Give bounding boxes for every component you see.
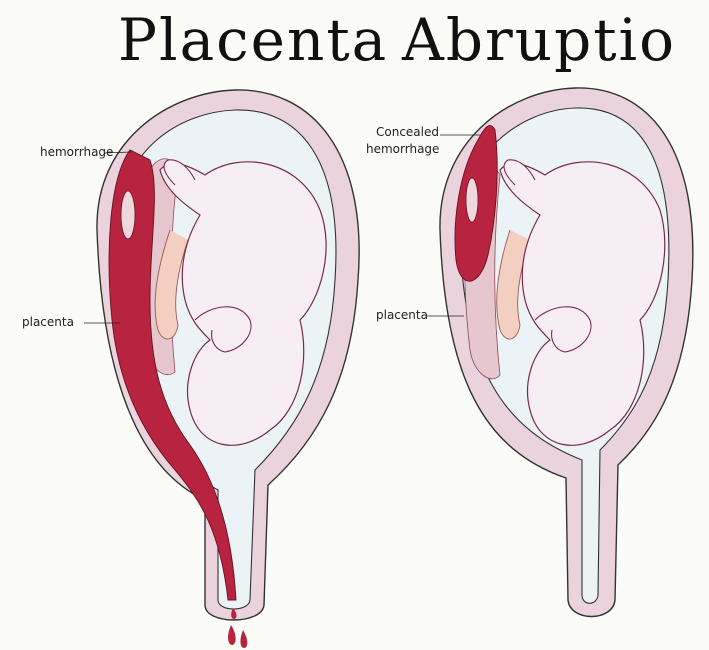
label-concealed-line2: hemorrhage <box>366 143 439 156</box>
label-placenta-right: placenta <box>376 309 428 322</box>
label-hemorrhage: hemorrhage <box>40 146 113 159</box>
left-blood-drop-2 <box>240 630 247 648</box>
label-placenta-left: placenta <box>22 316 74 329</box>
left-blood-drop-1 <box>228 625 236 645</box>
left-uterus <box>84 90 359 648</box>
right-uterus <box>427 88 693 617</box>
right-hemorrhage-clot <box>466 178 478 222</box>
left-hemorrhage-clot <box>121 191 135 239</box>
label-concealed-line1: Concealed <box>376 126 439 139</box>
